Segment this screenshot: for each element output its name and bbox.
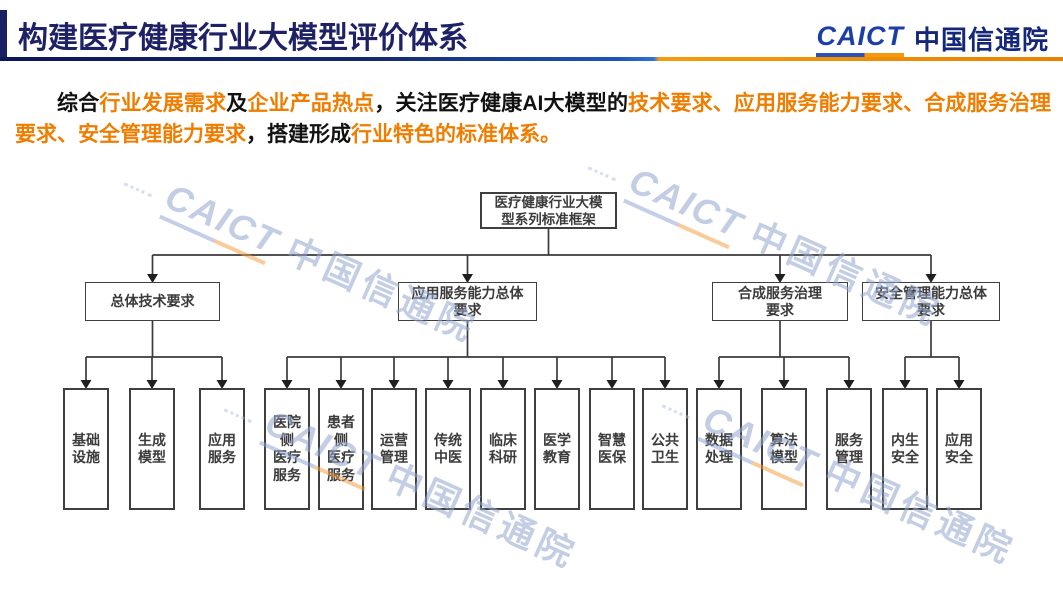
group-node-2: 合成服务治理要求 (712, 282, 848, 321)
watermark-caict-text: CAICT (621, 160, 750, 251)
intro-segment: 企业产品热点 (247, 92, 375, 115)
header-divider-line (0, 57, 1063, 61)
caict-logo-text: CAICT (816, 21, 904, 57)
page-title: 构建医疗健康行业大模型评价体系 (18, 22, 468, 55)
node-label-line: 总体技术要求 (110, 293, 195, 309)
watermark-caict-text: CAICT (157, 176, 286, 267)
node-label-line: 运营 (380, 431, 408, 448)
caict-logo-underline (816, 52, 904, 57)
node-label-line: 侧 (334, 431, 348, 448)
node-label-line: 患者 (327, 414, 355, 430)
leaf-node-1-4: 临床科研 (480, 388, 526, 510)
node-label-line: 模型 (770, 449, 798, 465)
intro-segment: 技术要求、应用服务能力要求、合成服务治理要求、安全管理能力要求 (15, 92, 1052, 146)
leaf-node-0-1: 生成模型 (129, 388, 175, 510)
intro-paragraph: 综合行业发展需求及企业产品热点，关注医疗健康AI大模型的技术要求、应用服务能力要… (15, 88, 1051, 150)
node-label-line: 合成服务治理 (738, 284, 822, 301)
leaf-node-1-1: 患者侧医疗服务 (318, 388, 364, 510)
node-label-line: 医疗健康行业大模 (494, 194, 603, 210)
node-label-line: 安全 (945, 449, 973, 465)
node-label-line: 科研 (489, 449, 517, 465)
node-label-line: 医院 (273, 414, 301, 430)
node-label-line: 处理 (705, 449, 733, 465)
leaf-node-0-2: 应用服务 (199, 388, 245, 510)
node-label-line: 临床 (489, 431, 517, 448)
intro-segment: ，关注医疗健康AI大模型的 (374, 92, 629, 115)
node-label-line: 医保 (598, 449, 626, 465)
leaf-node-1-5: 医学教育 (534, 388, 580, 510)
node-label-line: 管理 (380, 449, 408, 465)
watermark-underline (623, 198, 730, 250)
node-label-line: 公共 (651, 431, 679, 448)
watermark-underline (159, 214, 266, 266)
leaf-node-1-7: 公共卫生 (642, 388, 688, 510)
node-label-line: 设施 (72, 449, 100, 465)
intro-segment: 行业特色的标准体系。 (351, 123, 561, 146)
node-label-line: 服务 (835, 431, 863, 448)
node-label-line: 要求 (917, 301, 945, 318)
node-label-line: 应用 (945, 431, 973, 448)
node-label-line: 基础 (72, 431, 100, 448)
node-label-line: 安全管理能力总体 (875, 284, 987, 301)
leaf-node-3-0: 内生安全 (882, 388, 928, 510)
node-label-line: 服务 (327, 466, 355, 483)
node-label-line: 医疗 (273, 449, 301, 465)
group-node-0: 总体技术要求 (85, 282, 220, 321)
node-label-line: 中医 (434, 449, 462, 465)
node-label-line: 数据 (705, 431, 733, 448)
node-label-line: 应用 (208, 431, 236, 448)
title-accent-bar (0, 10, 7, 57)
intro-segment: 综合 (57, 92, 100, 115)
node-label-line: 生成 (138, 431, 166, 448)
node-label-line: 型系列标准框架 (501, 211, 596, 227)
node-label-line: 管理 (835, 449, 863, 465)
node-label-line: 教育 (543, 449, 571, 465)
intro-segment: 及 (226, 92, 248, 115)
node-label-line: 服务 (208, 449, 236, 465)
leaf-node-2-0: 数据处理 (696, 388, 742, 510)
group-node-3: 安全管理能力总体要求 (862, 282, 1000, 321)
caict-logo-cn: 中国信通院 (913, 25, 1049, 55)
leaf-node-2-1: 算法模型 (761, 388, 807, 510)
node-label-line: 医疗 (327, 449, 355, 465)
leaf-node-1-3: 传统中医 (425, 388, 471, 510)
leaf-node-2-2: 服务管理 (826, 388, 872, 510)
node-label-line: 要求 (453, 301, 482, 318)
node-label-line: 智慧 (598, 431, 626, 448)
node-label-line: 算法 (770, 431, 798, 448)
node-label-line: 卫生 (651, 449, 679, 465)
node-label-line: 服务 (273, 466, 301, 483)
leaf-node-0-0: 基础设施 (63, 388, 109, 510)
node-label-line: 要求 (766, 301, 794, 318)
node-label-line: 模型 (138, 449, 166, 465)
diagram-root-node: 医疗健康行业大模型系列标准框架 (480, 192, 617, 229)
intro-segment: 行业发展需求 (99, 92, 227, 115)
caict-logo: CAICT 中国信通院 (816, 20, 1049, 57)
node-label-line: 侧 (280, 431, 294, 448)
node-label-line: 传统 (434, 431, 462, 448)
group-node-1: 应用服务能力总体要求 (398, 282, 537, 321)
node-label-line: 医学 (543, 431, 571, 448)
leaf-node-1-6: 智慧医保 (589, 388, 635, 510)
node-label-line: 安全 (891, 449, 919, 465)
leaf-node-1-0: 医院侧医疗服务 (264, 388, 310, 510)
intro-segment: ，搭建形成 (246, 123, 351, 146)
leaf-node-3-1: 应用安全 (936, 388, 982, 510)
leaf-node-1-2: 运营管理 (371, 388, 417, 510)
node-label-line: 内生 (891, 431, 919, 448)
node-label-line: 应用服务能力总体 (411, 284, 524, 301)
